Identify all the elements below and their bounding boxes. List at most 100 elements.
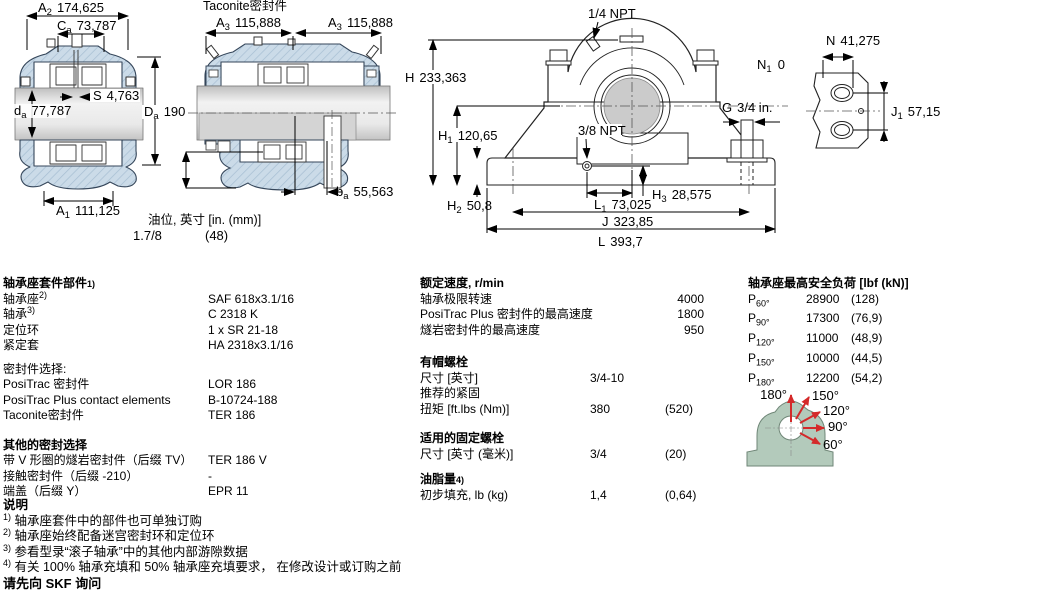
table-row: 扭矩 [ft.lbs (Nm)]380(520)	[420, 401, 694, 416]
note-item: 2) 轴承座始终配备迷宫密封环和定位环	[3, 527, 215, 544]
bearing-internals-top	[257, 63, 309, 87]
load-angle-diagram: 180° 150° 120° 90° 60°	[746, 388, 850, 467]
speed-header: 额定速度, r/min	[420, 276, 505, 290]
bearing-internals-bottom	[49, 141, 107, 165]
figure-section-taconite: Taconite密封件	[133, 0, 396, 243]
lube-fitting-left	[205, 44, 220, 60]
table-row: 轴承座2)SAF 618x3.1/16	[3, 289, 295, 306]
grease-fitting	[253, 36, 263, 46]
drain-plug	[582, 161, 592, 171]
table-row: P180°12200(54,2)	[748, 371, 883, 388]
seal-detail	[217, 140, 231, 153]
oil-level-mm: (48)	[205, 228, 228, 243]
table-row: 尺寸 [英寸]3/4-10	[420, 370, 625, 385]
cap-bolts-header: 有帽螺栓	[420, 355, 469, 369]
loads-table: 轴承座最高安全负荷 [lbf (kN)] P60°28900(128) P90°…	[748, 276, 1048, 391]
dimension-lines	[182, 29, 382, 196]
load-angle-labels: 180° 150° 120° 90° 60°	[760, 388, 850, 452]
table-row: P150°10000(44,5)	[748, 351, 883, 368]
figure-title: Taconite密封件	[203, 0, 287, 13]
table-row: P60°28900(128)	[748, 291, 880, 308]
drain-plug-inner	[584, 163, 590, 169]
load-angle-arrows	[787, 394, 825, 445]
table-row: P90°17300(76,9)	[748, 311, 883, 328]
seal-detail	[205, 140, 217, 151]
seal-nut-left	[20, 76, 31, 87]
dim-npt14: 1/4 NPT	[588, 6, 636, 21]
mount-bolts-header: 适用的固定螺栓	[420, 431, 505, 445]
other-seals-header: 其他的密封选择	[3, 437, 88, 452]
note-footer: 请先向 SKF 询问	[3, 575, 102, 591]
note-item: 1) 轴承座套件中的部件也可单独订购	[3, 511, 203, 528]
note-item: 4) 有关 100% 轴承充填和 50% 轴承座充填要求， 在修改设计或订购之前	[3, 558, 402, 575]
table-row: 初步填充, lb (kg)1,4(0,64)	[420, 487, 697, 502]
angle-label-60: 60°	[823, 437, 843, 452]
filler-plug	[71, 33, 83, 48]
dimension-lines	[822, 53, 888, 142]
table-row: 带 V 形圈的燧岩密封件（后缀 TV）TER 186 V	[3, 453, 267, 467]
cap-bolts	[545, 35, 719, 66]
bolt-hole-bottom-inner	[834, 124, 850, 136]
housing-cap-section	[204, 43, 381, 87]
table-row: 端盖（后缀 Y）EPR 11	[3, 484, 249, 498]
angle-label-120: 120°	[823, 403, 850, 418]
seal-nut-right	[125, 76, 136, 87]
dim-npt38: 3/8 NPT	[578, 123, 626, 138]
seal-detail	[366, 69, 377, 78]
housing-base-section	[19, 139, 137, 190]
loads-header: 轴承座最高安全负荷 [lbf (kN)]	[748, 276, 909, 290]
angle-label-90: 90°	[828, 419, 848, 434]
oil-level-in: 1.7/8	[133, 228, 162, 243]
base-plate-outline	[812, 72, 869, 149]
table-row: 轴承3)C 2318 K	[3, 305, 259, 322]
oil-level-label: 油位, 英寸 [in. (mm)]	[148, 212, 261, 227]
lube-fitting-right	[365, 44, 380, 60]
seal-selection-header: 密封件选择:	[3, 361, 67, 376]
footnotes: 说明 1) 轴承座套件中的部件也可单独订购 2) 轴承座始终配备迷宫密封环和定位…	[3, 498, 743, 592]
note-item: 3) 参看型录“滚子轴承”中的其他内部游隙数据	[3, 542, 248, 559]
dimension-lines	[428, 21, 780, 233]
base-plate	[486, 157, 776, 186]
table-row: 推荐的紧固	[420, 386, 481, 400]
bearing-internals-top	[49, 50, 107, 89]
center-hole	[858, 108, 864, 114]
angle-label-180: 180°	[760, 388, 787, 402]
anchor-bolt	[726, 119, 768, 185]
bolt-hole-top-inner	[834, 87, 850, 99]
seal-detail	[208, 69, 219, 78]
